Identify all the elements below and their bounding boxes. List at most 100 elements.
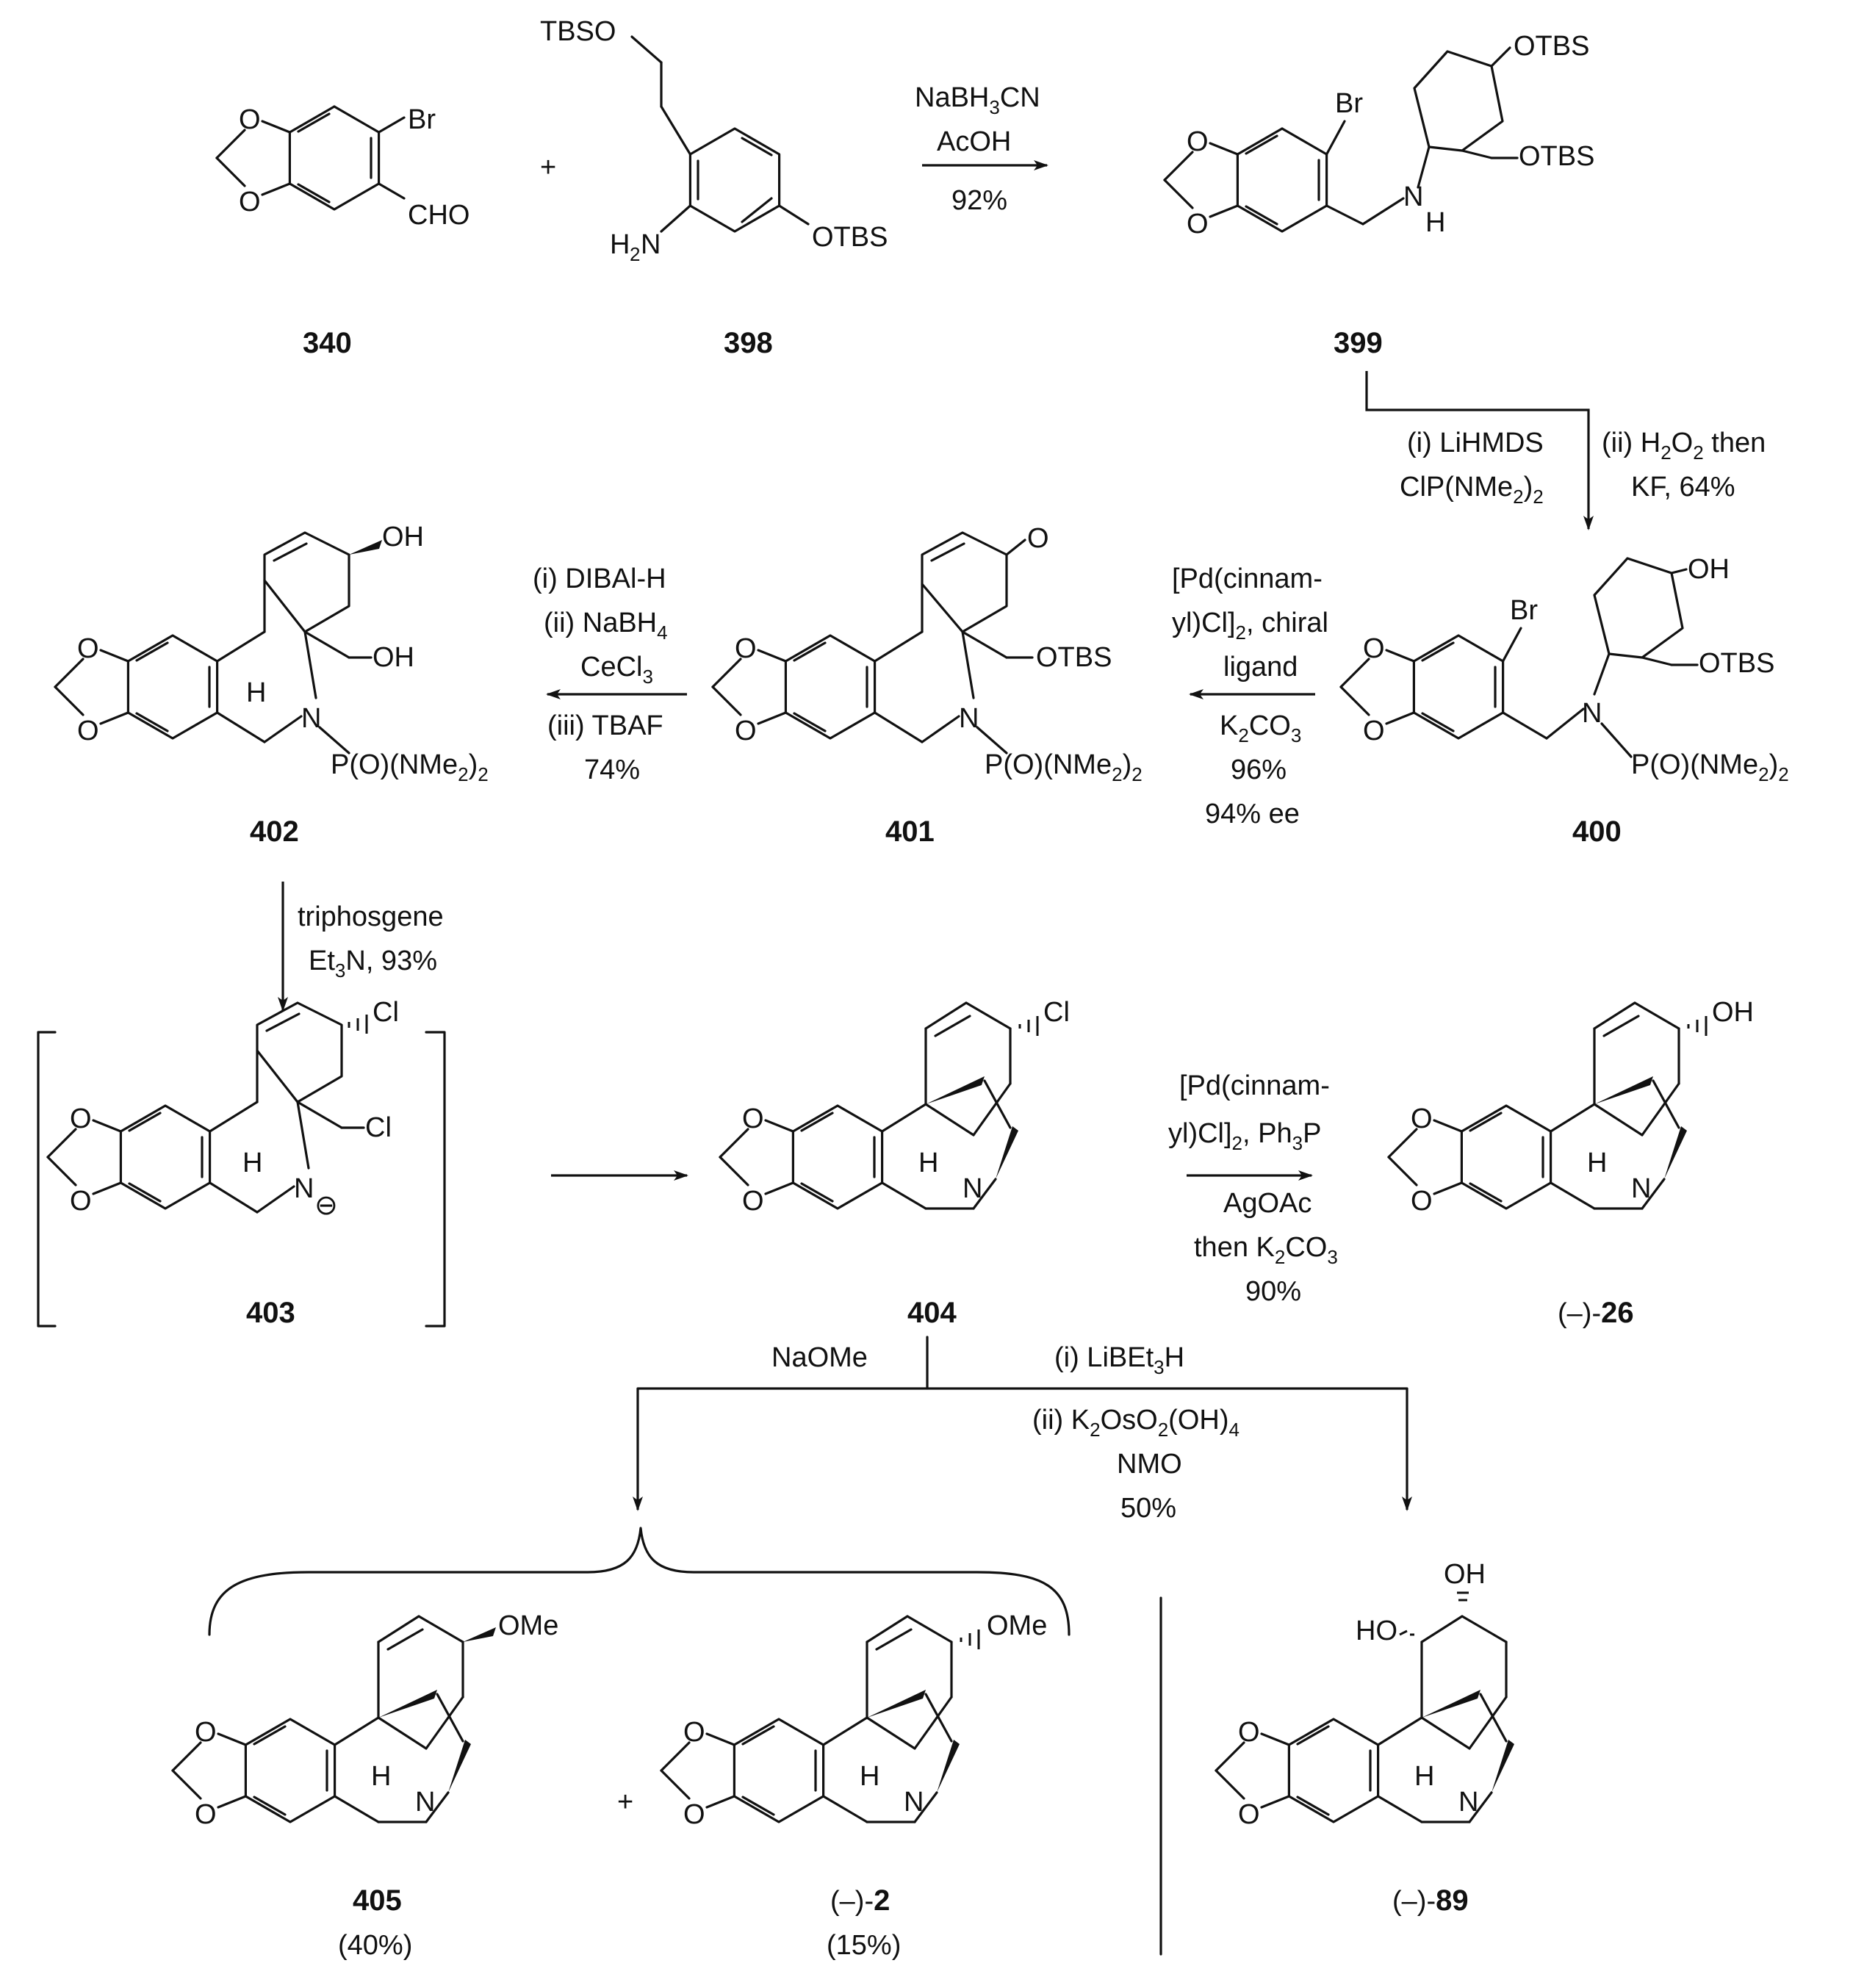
bromo-label: Br — [1335, 88, 1363, 119]
bromo-label: Br — [408, 104, 436, 135]
bracket-right — [425, 1031, 446, 1328]
amine-h: H — [1425, 207, 1445, 238]
compound-number-400: 400 — [1572, 815, 1622, 848]
ring-oxygen-top: O — [1187, 126, 1209, 157]
nitrogen-label: N — [1631, 1173, 1651, 1204]
anion-charge: ⊖ — [314, 1190, 338, 1221]
nitrogen-label: N — [963, 1173, 982, 1204]
step4-line-5: 74% — [584, 754, 640, 785]
phosphoramide-label: P(O)(NMe2)2 — [331, 749, 489, 785]
step2-left-2: ClP(NMe2)2 — [1400, 472, 1544, 508]
ring-oxygen-bottom: O — [1238, 1799, 1260, 1830]
nitrogen-label: N — [294, 1173, 314, 1204]
compound-405: OMe H N O O — [173, 1610, 558, 1830]
ring-oxygen-bottom: O — [195, 1799, 217, 1830]
step6-line-3: AgOAc — [1223, 1188, 1312, 1219]
ring-junction-h: H — [1587, 1148, 1607, 1178]
ring-oxygen-top: O — [77, 633, 99, 664]
ring-oxygen-top: O — [1363, 633, 1385, 664]
step2-right-2: KF, 64% — [1631, 472, 1735, 503]
ring-oxygen-top: O — [239, 104, 261, 135]
product-brace — [208, 1527, 1071, 1636]
phosphoramide-label: P(O)(NMe2)2 — [985, 749, 1143, 785]
compound-2: OMe H N O O — [661, 1610, 1047, 1830]
step5-line-2: Et3N, 93% — [309, 946, 437, 982]
step3-line-2: yl)Cl]2, chiral — [1172, 608, 1328, 644]
bromo-label: Br — [1510, 595, 1538, 626]
ring-oxygen-top: O — [683, 1717, 705, 1748]
step1-reagent-2: AcOH — [937, 126, 1011, 157]
ring-oxygen-top: O — [1411, 1103, 1433, 1134]
step5-line-1: triphosgene — [298, 901, 444, 932]
step4-line-1: (i) DIBAl-H — [533, 563, 666, 594]
bracket-left — [37, 1031, 57, 1328]
compound-number-404: 404 — [907, 1297, 957, 1329]
step6-line-4: then K2CO3 — [1194, 1232, 1338, 1268]
otbs-side: OTBS — [1519, 141, 1594, 172]
otbs-label: OTBS — [1699, 648, 1774, 679]
amine-n: N — [1403, 181, 1423, 212]
compound-number-402: 402 — [250, 815, 299, 848]
step8-line-2: (ii) K2OsO2(OH)4 — [1032, 1405, 1239, 1441]
compound-26: OH H N O O — [1389, 997, 1754, 1217]
compound-340: Br CHO O O — [215, 104, 469, 231]
compound-399: Br OTBS OTBS N H O O — [1163, 31, 1594, 240]
otbs-label: OTBS — [1036, 642, 1112, 673]
step3-line-3: ligand — [1223, 652, 1298, 683]
ring-oxygen-top: O — [1238, 1717, 1260, 1748]
yield-2: (15%) — [827, 1930, 901, 1961]
ring-oxygen-bottom: O — [735, 716, 757, 746]
step1-reagent-1: NaBH3CN — [915, 82, 1040, 118]
step2-right-1: (ii) H2O2 then — [1602, 428, 1766, 464]
ring-oxygen-bottom: O — [683, 1799, 705, 1830]
nitrogen-label: N — [415, 1787, 435, 1818]
step8-line-1: (i) LiBEt3H — [1054, 1342, 1184, 1378]
compound-number-403: 403 — [246, 1297, 295, 1329]
ring-junction-h: H — [1414, 1761, 1434, 1792]
compound-398: TBSO OTBS H 2 N — [540, 16, 888, 265]
hydroxyl-left: HO — [1356, 1616, 1397, 1646]
step6-line-5: 90% — [1245, 1276, 1301, 1307]
ring-junction-h: H — [860, 1761, 879, 1792]
compound-number-26: (–)-26 — [1558, 1297, 1634, 1329]
compound-402: OH OH H N P(O)(NMe2)2 O O — [54, 522, 489, 785]
nitrogen-label: N — [1458, 1787, 1478, 1818]
ring-oxygen-bottom: O — [742, 1186, 764, 1217]
ring-oxygen-bottom: O — [77, 716, 99, 746]
yield-405: (40%) — [338, 1930, 412, 1961]
amine-subscript: 2 — [630, 243, 640, 265]
ring-junction-h: H — [246, 677, 266, 708]
step4-line-4: (iii) TBAF — [547, 710, 663, 741]
amine-n-label: N — [641, 229, 661, 260]
ring-oxygen-bottom: O — [1187, 209, 1209, 240]
step7-reagent: NaOMe — [771, 1342, 868, 1373]
step3-line-5: 96% — [1231, 754, 1287, 785]
plus-sign-1: + — [540, 152, 556, 183]
step4-line-3: CeCl3 — [580, 652, 653, 688]
step8-line-3: NMO — [1117, 1449, 1182, 1480]
ring-oxygen-top: O — [735, 633, 757, 664]
compound-number-398: 398 — [724, 327, 773, 359]
aldehyde-label: CHO — [408, 200, 469, 231]
step6-line-2: yl)Cl]2, Ph3P — [1168, 1118, 1321, 1154]
ring-oxygen-top: O — [195, 1717, 217, 1748]
compound-number-89: (–)-89 — [1392, 1884, 1469, 1917]
hydroxyl-top: OH — [1444, 1559, 1486, 1590]
ring-junction-h: H — [371, 1761, 391, 1792]
tbso-label: TBSO — [540, 16, 616, 47]
compound-89: OH HO H N O O — [1215, 1559, 1514, 1830]
compound-number-340: 340 — [303, 327, 352, 359]
step2-left-1: (i) LiHMDS — [1407, 428, 1544, 458]
compound-number-405: 405 — [353, 1884, 402, 1917]
methoxy-label: OMe — [987, 1610, 1047, 1641]
plus-sign-2: + — [617, 1787, 633, 1818]
ring-oxygen-bottom: O — [239, 187, 261, 217]
ring-junction-h: H — [918, 1148, 938, 1178]
step3-line-6: 94% ee — [1205, 799, 1300, 829]
ring-oxygen-top: O — [70, 1103, 92, 1134]
ring-oxygen-top: O — [742, 1103, 764, 1134]
hydroxyl-top: OH — [382, 522, 424, 552]
chloro-top: Cl — [373, 997, 399, 1028]
ring-oxygen-bottom: O — [1411, 1186, 1433, 1217]
chloro-label: Cl — [1043, 997, 1070, 1028]
